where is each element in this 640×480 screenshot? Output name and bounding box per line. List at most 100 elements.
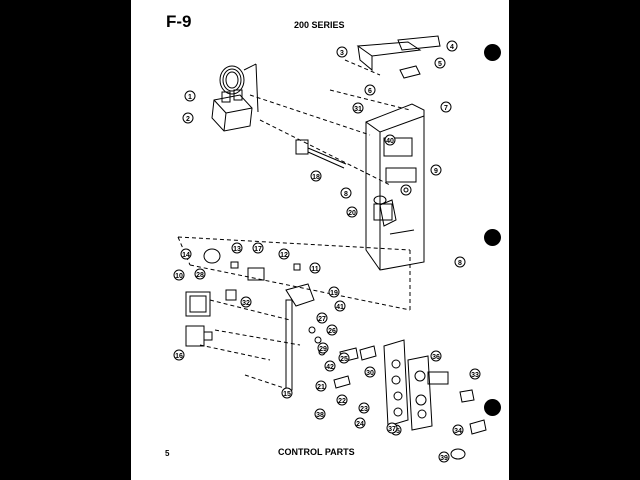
callout-34: 34	[452, 424, 464, 436]
svg-text:1: 1	[188, 94, 192, 101]
svg-text:5: 5	[438, 61, 442, 68]
relay-part	[373, 195, 393, 221]
callout-18: 18	[310, 170, 322, 182]
callout-17: 17	[252, 242, 264, 254]
svg-text:31: 31	[354, 106, 362, 113]
control-panel-part	[365, 103, 425, 271]
svg-text:25: 25	[340, 356, 348, 363]
svg-text:8: 8	[458, 260, 462, 267]
svg-text:12: 12	[280, 252, 288, 259]
svg-text:13: 13	[233, 246, 241, 253]
callout-36: 36	[430, 350, 442, 362]
svg-text:6: 6	[368, 88, 372, 95]
callout-32: 32	[240, 296, 252, 308]
callout-6: 6	[364, 84, 376, 96]
svg-text:11: 11	[311, 266, 319, 273]
callout-13: 13	[231, 242, 243, 254]
callout-25: 25	[338, 352, 350, 364]
svg-text:27: 27	[318, 316, 326, 323]
svg-text:10: 10	[175, 273, 183, 280]
svg-text:39: 39	[440, 455, 448, 462]
svg-text:22: 22	[338, 398, 346, 405]
svg-text:15: 15	[283, 391, 291, 398]
thermostat-part	[211, 63, 259, 132]
callout-4: 4	[446, 40, 458, 52]
svg-text:36: 36	[432, 354, 440, 361]
svg-text:33: 33	[471, 372, 479, 379]
callout-11: 11	[309, 262, 321, 274]
callout-7: 7	[440, 101, 452, 113]
callout-21: 21	[315, 380, 327, 392]
callout-33: 33	[469, 368, 481, 380]
svg-text:9: 9	[434, 168, 438, 175]
callout-40: 40	[384, 134, 396, 146]
callout-27: 27	[316, 312, 328, 324]
svg-text:8: 8	[344, 191, 348, 198]
callout-37: 37	[386, 422, 398, 434]
svg-text:19: 19	[330, 290, 338, 297]
svg-text:2: 2	[186, 116, 190, 123]
callout-38: 38	[314, 408, 326, 420]
callout-23: 23	[358, 402, 370, 414]
callout-42: 42	[324, 360, 336, 372]
svg-text:28: 28	[196, 272, 204, 279]
svg-text:16: 16	[175, 353, 183, 360]
callout-2: 2	[182, 112, 194, 124]
binder-hole	[484, 229, 501, 246]
callout-39: 39	[438, 451, 450, 463]
callout-balloons: 1 2 3 4 5 6 7 8 8 9 10 11 12 13 14 15 16…	[173, 40, 481, 463]
svg-text:41: 41	[336, 304, 344, 311]
figure-caption: CONTROL PARTS	[278, 447, 355, 457]
svg-text:20: 20	[348, 210, 356, 217]
svg-text:26: 26	[328, 328, 336, 335]
front-plate-part	[383, 339, 487, 460]
callout-5: 5	[434, 57, 446, 69]
svg-text:40: 40	[386, 138, 394, 145]
callout-20: 20	[346, 206, 358, 218]
svg-text:18: 18	[312, 174, 320, 181]
callout-12: 12	[278, 248, 290, 260]
callout-30: 30	[364, 366, 376, 378]
svg-text:30: 30	[366, 370, 374, 377]
callout-28: 28	[194, 268, 206, 280]
small-parts-left	[185, 248, 301, 347]
svg-text:38: 38	[316, 412, 324, 419]
callout-16: 16	[173, 349, 185, 361]
callout-26: 26	[326, 324, 338, 336]
svg-text:17: 17	[254, 246, 262, 253]
callout-41: 41	[334, 300, 346, 312]
svg-text:21: 21	[317, 384, 325, 391]
callout-24: 24	[354, 417, 366, 429]
callout-15: 15	[281, 387, 293, 399]
callout-8b: 8	[454, 256, 466, 268]
diagram-sheet	[131, 0, 509, 480]
callout-8: 8	[340, 187, 352, 199]
svg-text:4: 4	[450, 44, 454, 51]
probe-part	[295, 139, 347, 169]
svg-text:14: 14	[182, 252, 190, 259]
callout-14: 14	[180, 248, 192, 260]
svg-text:24: 24	[356, 421, 364, 428]
binder-hole	[484, 399, 501, 416]
svg-text:29: 29	[319, 346, 327, 353]
series-label: 200 SERIES	[294, 20, 345, 30]
callout-31: 31	[352, 102, 364, 114]
svg-text:3: 3	[340, 50, 344, 57]
figure-id: F-9	[166, 12, 192, 31]
svg-text:34: 34	[454, 428, 462, 435]
svg-text:42: 42	[326, 364, 334, 371]
binder-hole	[484, 44, 501, 61]
callout-10: 10	[173, 269, 185, 281]
callout-22: 22	[336, 394, 348, 406]
svg-text:7: 7	[444, 105, 448, 112]
page-number: 5	[165, 449, 170, 458]
svg-text:32: 32	[242, 300, 250, 307]
callout-29: 29	[317, 342, 329, 354]
callout-3: 3	[336, 46, 348, 58]
callout-19: 19	[328, 286, 340, 298]
callout-1: 1	[184, 90, 196, 102]
callout-9: 9	[430, 164, 442, 176]
svg-text:23: 23	[360, 406, 368, 413]
top-bracket-part	[356, 35, 441, 79]
